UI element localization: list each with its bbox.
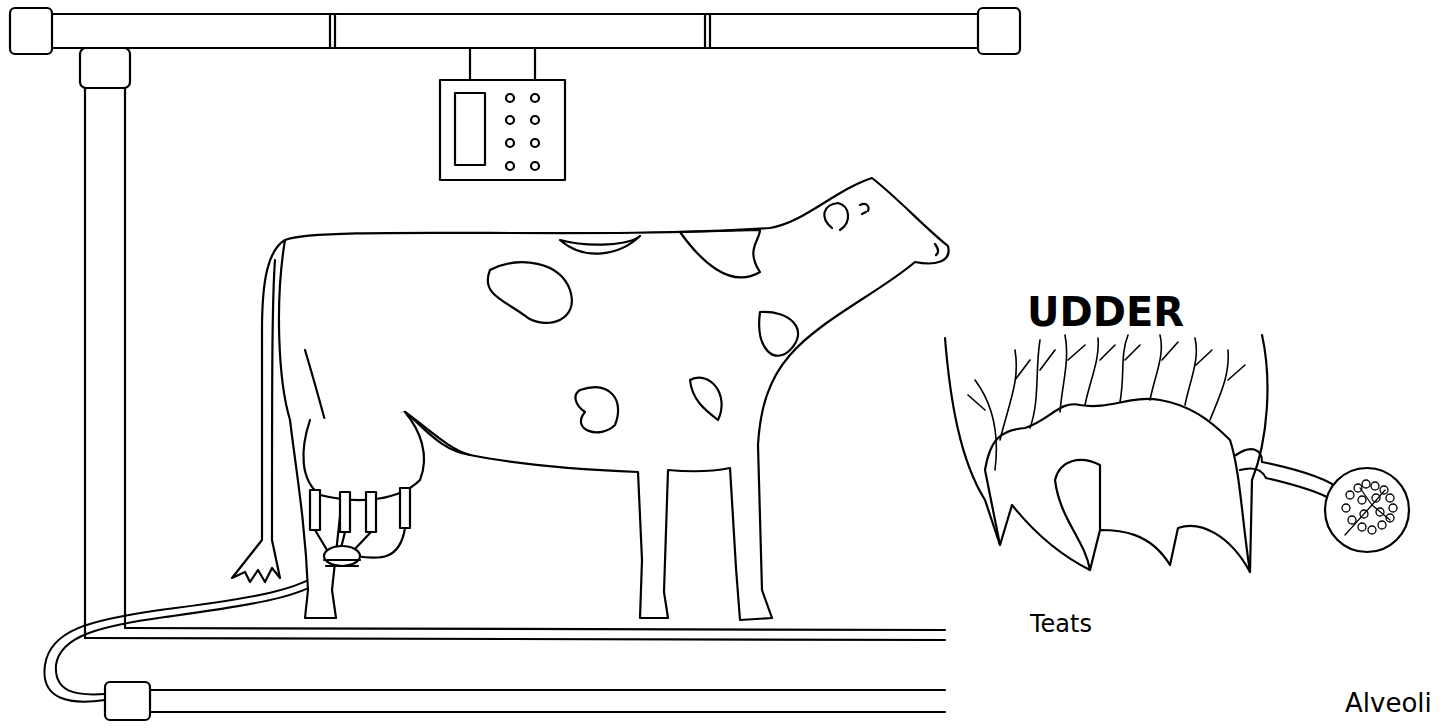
button (506, 139, 514, 147)
milk-duct (968, 335, 1245, 470)
alveolus (1348, 516, 1356, 524)
milk-hose (44, 560, 330, 702)
button (506, 94, 514, 102)
cow-spot (488, 262, 572, 323)
tail-tuft (232, 540, 280, 582)
control-buttons (506, 94, 539, 170)
alveoli-duct (1345, 488, 1390, 535)
teat-canal (985, 460, 1100, 570)
pipe-cap (978, 8, 1020, 54)
alveolus (1346, 491, 1354, 499)
milk-hose (56, 566, 334, 694)
alveolus (1378, 521, 1386, 529)
milk-claw (324, 560, 360, 566)
pipe-joint (334, 14, 336, 48)
cow-tail (262, 240, 285, 540)
top-pipe (40, 14, 990, 48)
cow-ear (824, 203, 848, 230)
part-label: Alveoli (1345, 690, 1432, 716)
alveolus (1342, 504, 1350, 512)
floor-line (85, 628, 945, 712)
pipe-joint (709, 14, 711, 48)
alveolus (1376, 508, 1384, 516)
milk-claw (324, 546, 360, 566)
pipe-joint (704, 14, 706, 48)
button (506, 162, 514, 170)
alveolus (1386, 494, 1394, 502)
part-label: Teats (1030, 612, 1092, 636)
udder-cistern (985, 399, 1250, 572)
alveoli-circle (1325, 468, 1409, 552)
alveoli-cluster (1342, 480, 1397, 535)
cow-spot (575, 387, 618, 432)
pipe-cap (105, 682, 150, 720)
alveolus (1358, 496, 1366, 504)
pipe-cap (10, 8, 52, 54)
cow-spot (759, 312, 798, 356)
cow-spot (560, 236, 640, 254)
alveolus (1386, 514, 1394, 522)
teat-cup (340, 492, 350, 532)
cow-spot (690, 378, 722, 420)
teat-cup (310, 490, 320, 530)
alveolus (1389, 504, 1397, 512)
cow-udder (303, 412, 424, 500)
cow-body (279, 178, 949, 620)
milking-cluster (310, 488, 410, 566)
pipe-joint (329, 14, 331, 48)
alveolus (1371, 482, 1379, 490)
button (531, 94, 539, 102)
pipe-elbow (80, 48, 130, 88)
vertical-pipe (85, 48, 125, 638)
duct-leader (1236, 449, 1340, 500)
control-screen (455, 93, 485, 165)
button (531, 139, 539, 147)
teat-cup (366, 492, 376, 532)
cow-eye (860, 204, 869, 214)
alveolus (1360, 510, 1368, 518)
teat-cup (400, 488, 410, 528)
alveolus (1358, 523, 1366, 531)
control-box (440, 80, 565, 180)
button (531, 162, 539, 170)
alveolus (1380, 486, 1388, 494)
alveolus (1354, 484, 1362, 492)
alveolus (1372, 494, 1380, 502)
inset-heading: UDDER (1027, 292, 1184, 332)
box-mount (470, 48, 535, 80)
button (506, 116, 514, 124)
alveolus (1368, 526, 1376, 534)
cow-nostril (935, 244, 938, 255)
cow-spot (680, 230, 760, 277)
button (531, 116, 539, 124)
udder-section (945, 335, 1409, 572)
alveolus (1362, 480, 1370, 488)
udder-outline (945, 335, 1267, 572)
